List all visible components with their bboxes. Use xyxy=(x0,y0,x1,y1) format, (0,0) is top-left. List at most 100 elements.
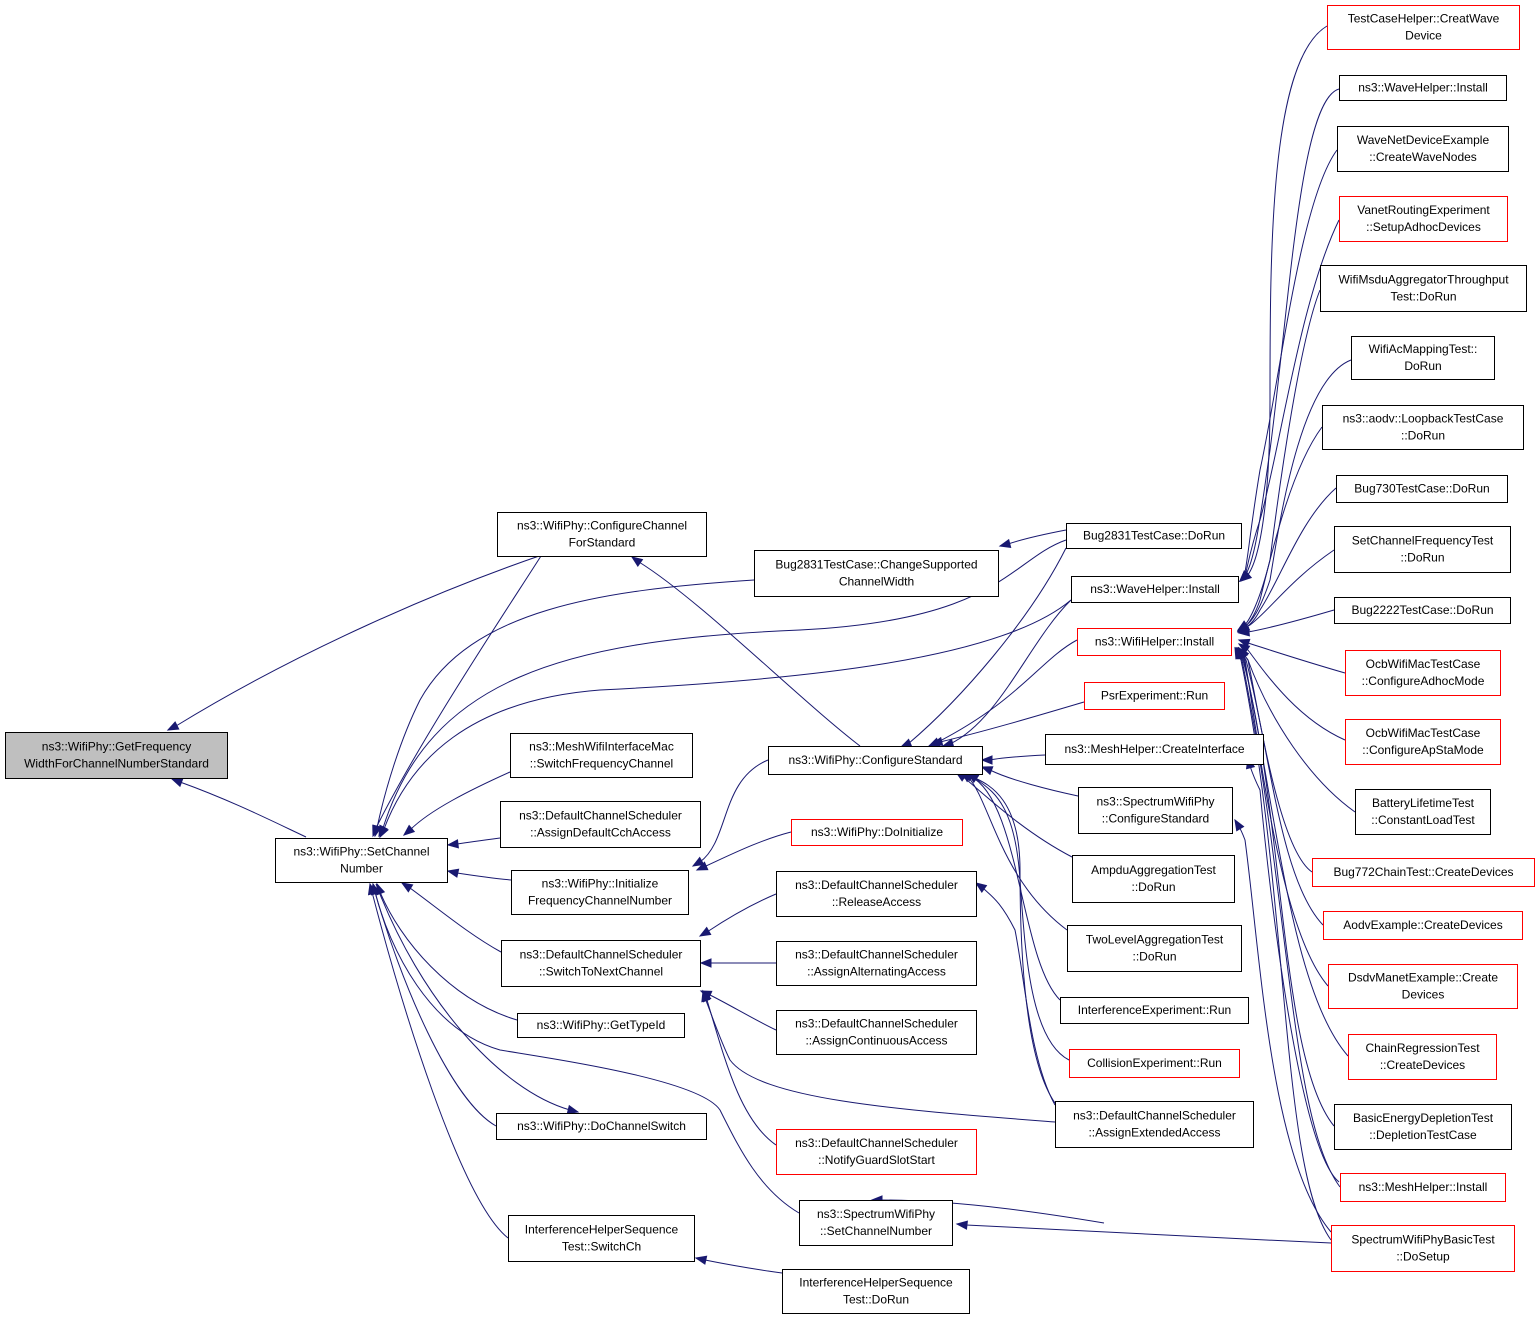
call-edge xyxy=(630,556,861,747)
node-ocbadhoc[interactable]: OcbWifiMacTestCase::ConfigureAdhocMode xyxy=(1345,650,1501,696)
node-label: ::SwitchToNextChannel xyxy=(539,965,663,979)
node-extacc[interactable]: ns3::DefaultChannelScheduler::AssignExte… xyxy=(1055,1101,1254,1148)
node-label: ns3::SpectrumWifiPhy xyxy=(817,1207,935,1221)
node-aodvex[interactable]: AodvExample::CreateDevices xyxy=(1323,911,1523,940)
edge-arrowhead xyxy=(699,958,712,968)
edge-line xyxy=(1240,25,1328,582)
node-label: ChainRegressionTest xyxy=(1365,1041,1480,1055)
node-box xyxy=(1345,650,1501,696)
node-label: FrequencyChannelNumber xyxy=(528,894,672,908)
node-basicenergy[interactable]: BasicEnergyDepletionTest::DepletionTestC… xyxy=(1334,1104,1512,1150)
node-label: ns3::DefaultChannelScheduler xyxy=(795,1136,958,1150)
node-box xyxy=(496,1113,707,1140)
node-acmap[interactable]: WifiAcMappingTest::DoRun xyxy=(1351,336,1495,380)
node-collision[interactable]: CollisionExperiment::Run xyxy=(1069,1049,1240,1078)
node-wavehelp2[interactable]: ns3::WaveHelper::Install xyxy=(1339,75,1507,101)
node-switchnext[interactable]: ns3::DefaultChannelScheduler::SwitchToNe… xyxy=(501,940,701,987)
node-label: ns3::DefaultChannelScheduler xyxy=(795,1017,958,1031)
node-release[interactable]: ns3::DefaultChannelScheduler::ReleaseAcc… xyxy=(776,871,977,917)
node-twolevel[interactable]: TwoLevelAggregationTest::DoRun xyxy=(1067,925,1242,972)
node-dochsw[interactable]: ns3::WifiPhy::DoChannelSwitch xyxy=(496,1113,707,1140)
node-label: BasicEnergyDepletionTest xyxy=(1353,1111,1494,1125)
node-gettype[interactable]: ns3::WifiPhy::GetTypeId xyxy=(517,1013,685,1038)
node-cfgchan[interactable]: ns3::WifiPhy::ConfigureChannelForStandar… xyxy=(497,512,707,557)
node-bug730[interactable]: Bug730TestCase::DoRun xyxy=(1336,475,1508,503)
node-interf[interactable]: InterferenceExperiment::Run xyxy=(1060,997,1249,1024)
node-chgsup[interactable]: Bug2831TestCase::ChangeSupportedChannelW… xyxy=(754,550,999,597)
node-meshcreate[interactable]: ns3::MeshHelper::CreateInterface xyxy=(1045,734,1264,765)
node-specbasic[interactable]: SpectrumWifiPhyBasicTest::DoSetup xyxy=(1331,1225,1515,1272)
node-label: ::SwitchFrequencyChannel xyxy=(530,757,673,771)
edge-line xyxy=(1238,609,1335,634)
call-edge xyxy=(980,754,1046,765)
node-bug2222[interactable]: Bug2222TestCase::DoRun xyxy=(1334,597,1511,624)
node-meshswitch[interactable]: ns3::MeshWifiInterfaceMac::SwitchFrequen… xyxy=(510,733,693,778)
edges xyxy=(166,25,1356,1274)
node-box xyxy=(782,1269,970,1314)
edge-line xyxy=(375,883,579,1113)
node-box xyxy=(1328,964,1518,1009)
node-altacc[interactable]: ns3::DefaultChannelScheduler::AssignAlte… xyxy=(776,941,977,986)
call-edge xyxy=(998,529,1067,549)
node-specsetchan[interactable]: ns3::SpectrumWifiPhy::SetChannelNumber xyxy=(799,1200,953,1246)
node-speccfg[interactable]: ns3::SpectrumWifiPhy::ConfigureStandard xyxy=(1078,787,1233,834)
node-guard[interactable]: ns3::DefaultChannelScheduler::NotifyGuar… xyxy=(776,1129,977,1175)
node-box xyxy=(508,1215,695,1262)
node-b2831dorun[interactable]: Bug2831TestCase::DoRun xyxy=(1066,523,1242,549)
edge-line xyxy=(631,556,861,747)
node-defcch[interactable]: ns3::DefaultChannelScheduler::AssignDefa… xyxy=(500,801,701,848)
node-label: WidthForChannelNumberStandard xyxy=(24,757,209,771)
node-vanet[interactable]: VanetRoutingExperiment::SetupAdhocDevice… xyxy=(1339,196,1508,242)
edge-line xyxy=(962,771,1061,1001)
node-label: ns3::SpectrumWifiPhy xyxy=(1096,795,1214,809)
edge-line xyxy=(1237,289,1321,631)
node-wavenet[interactable]: WaveNetDeviceExample::CreateWaveNodes xyxy=(1337,126,1509,172)
node-label: ::DoRun xyxy=(1131,880,1175,894)
node-box xyxy=(1355,789,1491,835)
node-psr[interactable]: PsrExperiment::Run xyxy=(1084,682,1225,710)
node-aodvloop[interactable]: ns3::aodv::LoopbackTestCase::DoRun xyxy=(1322,405,1524,450)
node-box xyxy=(1345,719,1501,765)
node-label: ::SetChannelNumber xyxy=(820,1224,932,1238)
node-contacc[interactable]: ns3::DefaultChannelScheduler::AssignCont… xyxy=(776,1010,977,1055)
call-edge xyxy=(446,868,512,881)
node-wavehelp[interactable]: ns3::WaveHelper::Install xyxy=(1071,576,1239,603)
node-label: ::DoRun xyxy=(1132,950,1176,964)
node-initfreq[interactable]: ns3::WifiPhy::InitializeFrequencyChannel… xyxy=(511,870,689,915)
node-box xyxy=(501,940,701,987)
node-label: Bug772ChainTest::CreateDevices xyxy=(1333,865,1513,879)
node-root[interactable]: ns3::WifiPhy::GetFrequencyWidthForChanne… xyxy=(5,732,228,779)
node-ampdu[interactable]: AmpduAggregationTest::DoRun xyxy=(1072,855,1235,903)
node-box xyxy=(1337,126,1509,172)
node-label: ::CreateWaveNodes xyxy=(1369,150,1477,164)
edge-line xyxy=(1238,647,1324,926)
node-wifihelp[interactable]: ns3::WifiHelper::Install xyxy=(1077,628,1232,656)
node-setfreq[interactable]: SetChannelFrequencyTest::DoRun xyxy=(1334,526,1511,573)
node-doinit[interactable]: ns3::WifiPhy::DoInitialize xyxy=(791,819,963,846)
node-bug772[interactable]: Bug772ChainTest::CreateDevices xyxy=(1312,858,1535,887)
edge-line xyxy=(403,771,511,836)
node-box xyxy=(1351,336,1495,380)
node-label: WaveNetDeviceExample xyxy=(1357,133,1490,147)
call-edge xyxy=(698,893,777,937)
node-label: ::DoRun xyxy=(1400,551,1444,565)
call-edge xyxy=(372,555,542,838)
edge-line xyxy=(928,639,1078,747)
node-meshinst[interactable]: ns3::MeshHelper::Install xyxy=(1340,1173,1506,1202)
node-dsdv[interactable]: DsdvManetExample::CreateDevices xyxy=(1328,964,1518,1009)
node-chainreg[interactable]: ChainRegressionTest::CreateDevices xyxy=(1348,1034,1497,1080)
edge-line xyxy=(1237,426,1323,632)
node-box xyxy=(1077,628,1232,656)
node-label: ::ConfigureAdhocMode xyxy=(1362,674,1485,688)
node-box xyxy=(1340,1173,1506,1202)
node-label: ns3::WaveHelper::Install xyxy=(1358,81,1488,95)
node-setchan[interactable]: ns3::WifiPhy::SetChannelNumber xyxy=(275,838,448,883)
node-box xyxy=(1339,75,1507,101)
node-ocbapsta[interactable]: OcbWifiMacTestCase::ConfigureApStaMode xyxy=(1345,719,1501,765)
node-battery[interactable]: BatteryLifetimeTest::ConstantLoadTest xyxy=(1355,789,1491,835)
node-cfgstd[interactable]: ns3::WifiPhy::ConfigureStandard xyxy=(768,746,983,775)
